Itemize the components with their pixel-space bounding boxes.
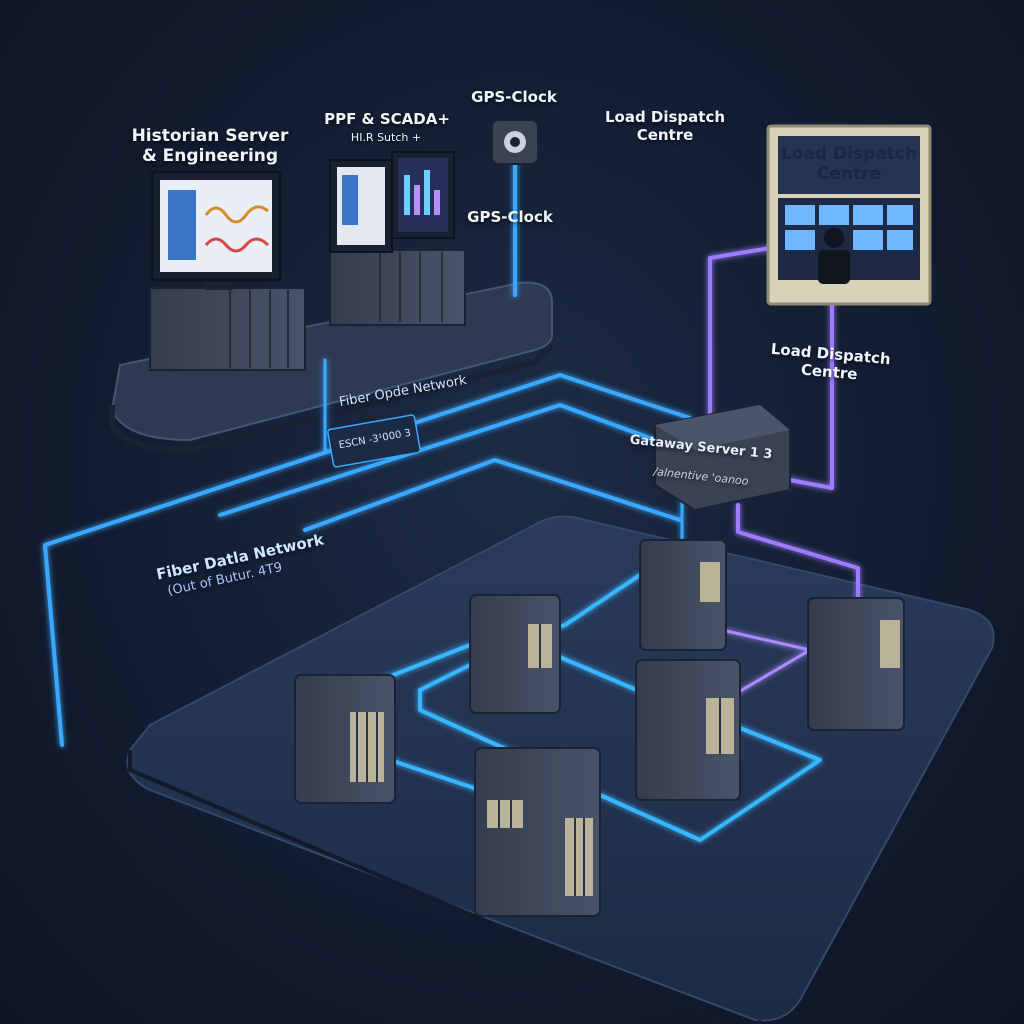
rtu-cabinet [294,674,396,804]
load-dispatch-panel [766,124,932,306]
dispatch-link-a [708,246,772,427]
dispatch-link-b [788,288,834,490]
gps-clock-icon [491,119,539,165]
historian-label: Historian Server & Engineering [131,126,289,167]
fiber-trunk-mid [218,403,657,517]
rtu-cabinet [474,747,601,917]
gps-clock-label-middle: GPS-Clock [467,208,553,226]
dispatch-link-c [736,503,860,610]
fiber-badge [327,414,421,468]
gateway-server [654,403,791,512]
gps-clock-label-top: GPS-Clock [471,88,557,106]
rtu-cabinet [635,659,741,801]
scada-workstation [329,151,466,326]
fiber-trunk-outer [43,373,692,747]
fiber-trunk-inner [303,458,682,532]
load-dispatch-label-top: Load Dispatch Centre [604,108,726,144]
rtu-cabinet [469,594,561,714]
ppf-scada-label: PPF & SCADA+ [324,110,450,128]
rtu-cabinet [639,539,727,651]
fiber-bottom [388,758,482,792]
rtu-cabinet [807,597,905,731]
ppf-scada-sublabel: HI.R Sutch + [350,131,422,144]
historian-table [168,190,196,260]
operator-icon [818,228,850,284]
historian-workstation [149,170,306,371]
load-dispatch-panel-title: Load Dispatch Centre [780,144,918,185]
